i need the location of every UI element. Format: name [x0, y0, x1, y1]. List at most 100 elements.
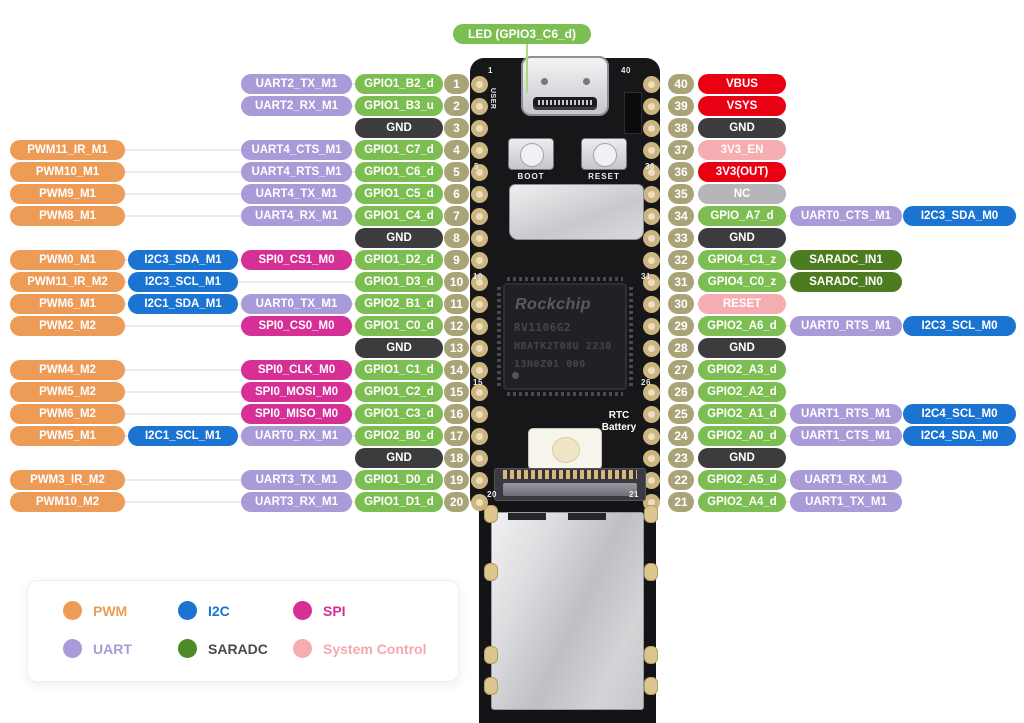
pin-number-badge: 35	[668, 184, 694, 204]
legend-label: PWM	[93, 602, 128, 619]
pin-number-badge: 28	[668, 338, 694, 358]
pin-number-badge: 23	[668, 448, 694, 468]
pin-function-badge: PWM11_IR_M2	[10, 272, 125, 292]
silkscreen-40: 40	[621, 66, 631, 75]
pin-function-badge: SARADC_IN1	[790, 250, 902, 270]
pin-function-badge: PWM10_M1	[10, 162, 125, 182]
pin-function-badge: UART0_RX_M1	[241, 426, 352, 446]
pin-function-badge: SPI0_CS1_M0	[241, 250, 352, 270]
gold-pad	[484, 505, 498, 523]
pin-function-badge: GPIO1_C0_d	[355, 316, 443, 336]
pin-function-badge: GPIO1_D1_d	[355, 492, 443, 512]
pin-function-badge: PWM6_M2	[10, 404, 125, 424]
chip-pins	[507, 277, 623, 281]
pin-function-badge: UART3_RX_M1	[241, 492, 352, 512]
pin-number-badge: 22	[668, 470, 694, 490]
legend-item: PWM	[63, 601, 127, 620]
pin-function-badge: SPI0_CS0_M0	[241, 316, 352, 336]
pin-function-badge: VBUS	[698, 74, 786, 94]
rockchip-soc	[503, 283, 627, 390]
pin-number-badge: 1	[444, 74, 469, 94]
castellation-hole	[470, 427, 488, 445]
legend-color-dot	[293, 601, 312, 620]
pin-number-badge: 12	[444, 316, 469, 336]
usb-contact-dot	[583, 78, 590, 85]
pin-number-badge: 30	[668, 294, 694, 314]
pin-function-badge: GPIO2_B1_d	[355, 294, 443, 314]
pin-function-badge: GPIO1_C6_d	[355, 162, 443, 182]
leader-line	[67, 325, 399, 327]
pin-function-badge: PWM8_M1	[10, 206, 125, 226]
pin-number-badge: 40	[668, 74, 694, 94]
legend-label: I2C	[208, 602, 230, 619]
microsd-slot	[509, 184, 644, 240]
leader-line	[67, 193, 399, 195]
castellation-hole	[642, 295, 660, 313]
pin-function-badge: I2C3_SDA_M0	[903, 206, 1016, 226]
chip-pins	[497, 287, 501, 386]
pin-function-badge: GPIO1_C7_d	[355, 140, 443, 160]
led-callout-line	[526, 43, 528, 93]
pin-function-badge: PWM5_M1	[10, 426, 125, 446]
pin-number-badge: 20	[444, 492, 469, 512]
pin-function-badge: PWM0_M1	[10, 250, 125, 270]
castellation-hole	[642, 163, 660, 181]
pin-number-badge: 34	[668, 206, 694, 226]
pin-function-badge: GPIO4_C1_z	[698, 250, 786, 270]
pin-function-badge: I2C4_SDA_M0	[903, 426, 1016, 446]
silkscreen-36: 36	[645, 162, 655, 171]
castellation-hole	[642, 251, 660, 269]
pin-number-badge: 17	[444, 426, 469, 446]
legend-item: I2C	[178, 601, 230, 620]
leader-line	[67, 501, 399, 503]
pin-function-badge: GPIO2_A3_d	[698, 360, 786, 380]
pin-function-badge: GND	[355, 338, 443, 358]
gold-pad	[644, 563, 658, 581]
pin-number-badge: 19	[444, 470, 469, 490]
pin-number-badge: 37	[668, 140, 694, 160]
pin-function-badge: PWM10_M2	[10, 492, 125, 512]
leader-line	[67, 413, 399, 415]
pin-function-badge: GPIO1_C3_d	[355, 404, 443, 424]
fpc-latch	[503, 483, 637, 496]
pin-function-badge: GND	[355, 448, 443, 468]
pin-number-badge: 11	[444, 294, 469, 314]
castellation-hole	[470, 119, 488, 137]
chip-pins	[507, 392, 623, 396]
pin-number-badge: 29	[668, 316, 694, 336]
pin-function-badge: PWM4_M2	[10, 360, 125, 380]
pin-number-badge: 3	[444, 118, 469, 138]
pin-function-badge: UART4_RX_M1	[241, 206, 352, 226]
gold-pad	[644, 677, 658, 695]
pin-function-badge: RESET	[698, 294, 786, 314]
legend-color-dot	[63, 601, 82, 620]
pin-number-badge: 2	[444, 96, 469, 116]
castellation-hole	[642, 405, 660, 423]
legend-label: SPI	[323, 602, 346, 619]
pin-number-badge: 36	[668, 162, 694, 182]
pin-function-badge: SARADC_IN0	[790, 272, 902, 292]
castellation-hole	[470, 361, 488, 379]
pin-function-badge: GPIO1_C5_d	[355, 184, 443, 204]
castellation-hole	[470, 405, 488, 423]
pin-function-badge: GPIO2_B0_d	[355, 426, 443, 446]
castellation-hole	[642, 97, 660, 115]
pin-number-badge: 31	[668, 272, 694, 292]
leader-line	[67, 479, 399, 481]
pin-function-badge: PWM2_M2	[10, 316, 125, 336]
silkscreen-21: 21	[629, 490, 639, 499]
chip-code-text: 13N0Z01 000	[514, 359, 586, 370]
pin-row-right: GND 23	[0, 448, 1024, 468]
castellation-hole	[470, 273, 488, 291]
pin-function-badge: SPI0_MOSI_M0	[241, 382, 352, 402]
